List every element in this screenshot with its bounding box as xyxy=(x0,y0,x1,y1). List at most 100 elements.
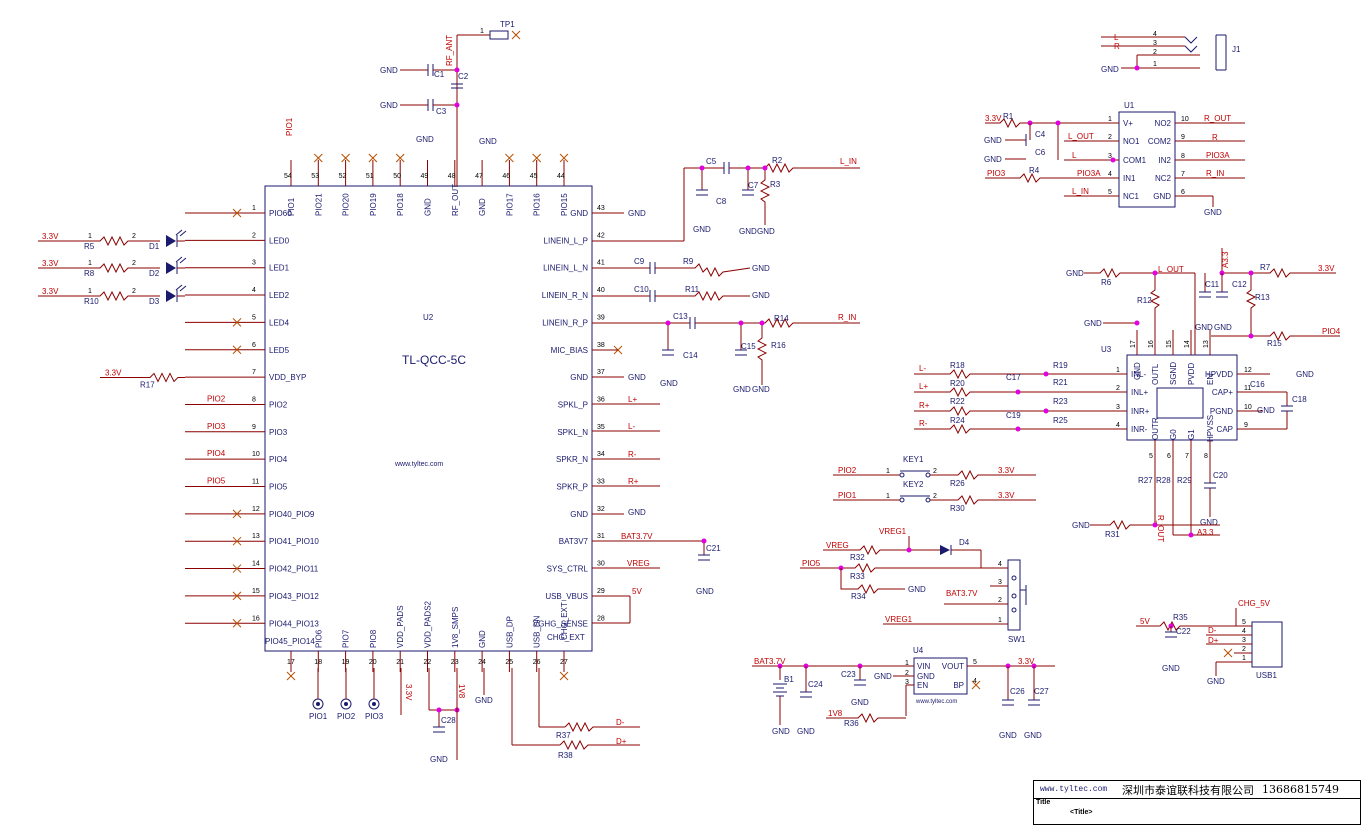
svg-text:R_OUT: R_OUT xyxy=(1156,515,1165,542)
svg-text:BAT3.7V: BAT3.7V xyxy=(621,532,653,541)
svg-text:VOUT: VOUT xyxy=(942,662,964,671)
svg-text:C9: C9 xyxy=(634,257,645,266)
svg-text:1: 1 xyxy=(886,493,890,500)
svg-text:PVDD: PVDD xyxy=(1187,363,1196,385)
u2-pin-net: PIO5 xyxy=(207,477,226,486)
svg-text:GND: GND xyxy=(984,136,1002,145)
u2-pin-number: 44 xyxy=(557,173,565,180)
u2-pin-name: PIO43_PIO12 xyxy=(269,592,319,601)
svg-text:R: R xyxy=(1212,133,1218,142)
svg-text:5: 5 xyxy=(1242,619,1246,626)
u2-pin-name: PIO6 xyxy=(314,629,323,648)
svg-text:C23: C23 xyxy=(841,670,856,679)
svg-text:CHG_5V: CHG_5V xyxy=(1238,599,1271,608)
svg-text:6: 6 xyxy=(1181,189,1185,196)
u2-bottom-pins: 17PIO45_PIO1418PIO619PIO720PIO821VDD_PAD… xyxy=(265,600,585,681)
svg-text:R4: R4 xyxy=(1029,166,1040,175)
line-in-section: C5 R2 L_IN C8 GND C7 GND R3 GND C9 R9 GN… xyxy=(592,156,860,624)
u2-pin-number: 30 xyxy=(597,561,605,568)
svg-text:R24: R24 xyxy=(950,416,965,425)
u2-part-name: TL-QCC-5C xyxy=(402,353,466,367)
svg-text:R3: R3 xyxy=(770,180,781,189)
u2-pin-number: 15 xyxy=(252,588,260,595)
u2-pin-number: 48 xyxy=(448,173,456,180)
u2-pin-number: 18 xyxy=(314,659,322,666)
svg-text:VREG: VREG xyxy=(627,559,650,568)
svg-text:GND: GND xyxy=(752,291,770,300)
svg-text:C6: C6 xyxy=(1035,148,1046,157)
svg-text:GND: GND xyxy=(851,698,869,707)
svg-text:R38: R38 xyxy=(558,751,573,760)
svg-text:GND: GND xyxy=(874,672,892,681)
svg-text:1: 1 xyxy=(88,233,92,240)
svg-text:GND: GND xyxy=(752,385,770,394)
svg-text:7: 7 xyxy=(1181,171,1185,178)
u2-pin-number: 31 xyxy=(597,533,605,540)
u2-pin-name: SPKL_N xyxy=(557,428,588,437)
svg-text:A3.3: A3.3 xyxy=(1221,251,1230,268)
svg-text:CAP+: CAP+ xyxy=(1212,388,1233,397)
svg-text:C3: C3 xyxy=(436,107,447,116)
u2-pin-name: LINEIN_R_N xyxy=(542,291,588,300)
u2-body xyxy=(264,185,593,652)
svg-text:PIO4: PIO4 xyxy=(1322,327,1341,336)
svg-text:GND: GND xyxy=(479,137,497,146)
u2-pin-number: 46 xyxy=(502,173,510,180)
svg-text:GND: GND xyxy=(772,727,790,736)
svg-text:R31: R31 xyxy=(1105,530,1120,539)
svg-text:D3: D3 xyxy=(149,297,160,306)
u2-pin-name: GND xyxy=(570,510,588,519)
svg-text:GND: GND xyxy=(1257,406,1275,415)
svg-text:GND: GND xyxy=(752,264,770,273)
svg-text:C5: C5 xyxy=(706,157,717,166)
svg-text:2: 2 xyxy=(1242,646,1246,653)
svg-text:GND: GND xyxy=(1153,192,1171,201)
u2-pin-name: PIO17 xyxy=(505,193,514,216)
svg-text:1: 1 xyxy=(1153,61,1157,68)
u2-pin-number: 21 xyxy=(396,659,404,666)
u2-pin-number: 39 xyxy=(597,314,605,321)
svg-text:3.3V: 3.3V xyxy=(998,491,1015,500)
svg-text:C21: C21 xyxy=(706,544,721,553)
u2-pin-name: PIO8 xyxy=(369,629,378,648)
title-block-url: www.tyltec.com xyxy=(1040,785,1108,794)
svg-text:C10: C10 xyxy=(634,285,649,294)
svg-text:C12: C12 xyxy=(1232,280,1247,289)
u2-pin-name: CHG_EXT xyxy=(547,633,585,642)
title-block: www.tyltec.com 深圳市泰谊联科技有限公司 13686815749 … xyxy=(1033,780,1361,825)
svg-text:VREG1: VREG1 xyxy=(879,527,907,536)
svg-text:GND: GND xyxy=(1084,319,1102,328)
u2-pin-name: USB_DP xyxy=(505,616,514,648)
u2-pin-number: 7 xyxy=(252,369,256,376)
svg-text:3.3V: 3.3V xyxy=(1018,657,1035,666)
svg-text:12: 12 xyxy=(1244,367,1252,374)
u2-pin-number: 54 xyxy=(284,173,292,180)
svg-text:L-: L- xyxy=(628,422,635,431)
u2-pin-number: 1 xyxy=(252,205,256,212)
u2-pin-name: LED5 xyxy=(269,346,290,355)
u2-pin-net: PIO3 xyxy=(207,422,226,431)
u2-pin-name: GND xyxy=(478,630,487,648)
svg-text:3: 3 xyxy=(1242,637,1246,644)
svg-text:C18: C18 xyxy=(1292,395,1307,404)
svg-text:1: 1 xyxy=(905,660,909,667)
svg-text:2: 2 xyxy=(132,288,136,295)
svg-text:C17: C17 xyxy=(1006,373,1021,382)
u2-pin-number: 4 xyxy=(252,287,256,294)
u2-pin-name: LED2 xyxy=(269,291,290,300)
svg-text:GND: GND xyxy=(999,731,1017,740)
svg-text:4: 4 xyxy=(1108,171,1112,178)
u2-pin-name: MIC_BIAS xyxy=(551,346,588,355)
svg-text:GND: GND xyxy=(908,585,926,594)
svg-text:U4: U4 xyxy=(913,646,924,655)
svg-text:BAT3.7V: BAT3.7V xyxy=(946,589,978,598)
svg-text:OUTR: OUTR xyxy=(1151,417,1160,440)
svg-text:GND: GND xyxy=(416,135,434,144)
u2-pin-name: PIO18 xyxy=(396,193,405,216)
svg-text:C15: C15 xyxy=(741,342,756,351)
svg-text:2: 2 xyxy=(132,260,136,267)
svg-text:R-: R- xyxy=(919,419,928,428)
svg-text:4: 4 xyxy=(1116,422,1120,429)
